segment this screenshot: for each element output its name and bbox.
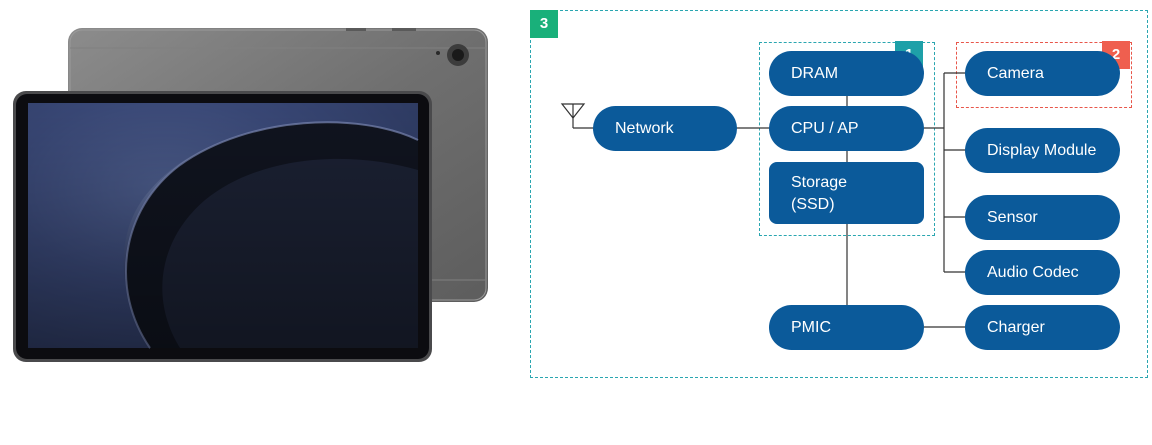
system-boundary [530,10,1148,378]
antenna-icon [560,103,586,119]
dram-label: DRAM [791,64,839,82]
pmic-node: PMIC [769,305,924,350]
network-label: Network [615,119,674,137]
camera-group-boundary [956,42,1132,108]
charger-node: Charger [965,305,1120,350]
storage-label: Storage (SSD) [791,174,848,213]
sensor-label: Sensor [987,208,1038,226]
tablet-illustration [0,0,500,440]
audio-label: Audio Codec [987,263,1079,281]
dram-node: DRAM [769,51,924,96]
tablet-image [13,28,488,362]
pmic-label: PMIC [791,318,831,336]
connection-lines [560,72,966,328]
block-diagram: 3 1 2 Network DRAM CPU / AP Storage (SSD… [528,8,1152,382]
cpu-node: CPU / AP [769,106,924,151]
display-label: Display Module [987,141,1097,159]
sensor-node: Sensor [965,195,1120,240]
storage-node: Storage (SSD) [769,162,924,224]
camera-node: Camera [965,51,1120,96]
system-badge: 3 [530,10,558,38]
charger-label: Charger [987,318,1045,336]
network-node: Network [593,106,737,151]
display-node: Display Module [965,128,1120,173]
camera-label: Camera [987,64,1044,82]
cpu-label: CPU / AP [791,119,859,137]
audio-node: Audio Codec [965,250,1120,295]
